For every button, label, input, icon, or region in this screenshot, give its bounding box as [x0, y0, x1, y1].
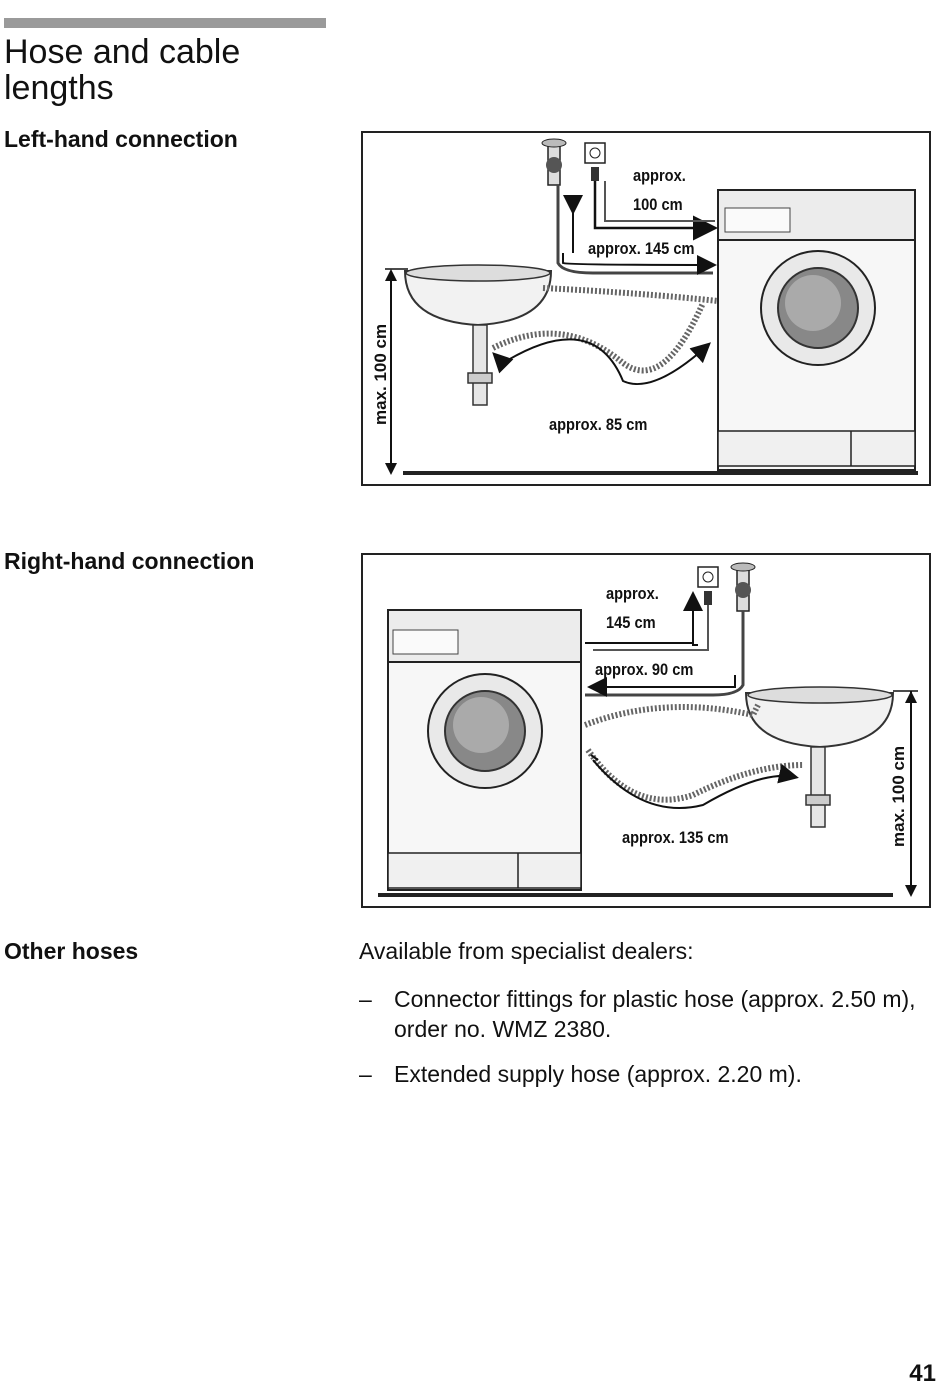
- other-hoses-list: – Connector fittings for plastic hose (a…: [359, 984, 919, 1104]
- washing-machine: [717, 189, 916, 471]
- left-power-label: approx. 100 cm: [633, 166, 686, 214]
- right-power-label: approx. 145 cm: [606, 584, 659, 632]
- list-item-text: Extended supply hose (approx. 2.20 m).: [394, 1061, 802, 1087]
- right-hand-heading: Right-hand connection: [4, 548, 255, 574]
- left-height-label: max. 100 cm: [371, 323, 390, 425]
- list-bullet: –: [359, 1061, 372, 1087]
- left-hand-figure: approx. 100 cm approx. 145 cm approx. 85…: [361, 131, 931, 486]
- power-socket: [584, 142, 606, 181]
- right-hand-illustration: [378, 562, 918, 897]
- other-hoses-heading: Other hoses: [4, 938, 139, 964]
- other-hoses-intro: Available from specialist dealers:: [359, 938, 694, 964]
- right-height-label: max. 100 cm: [889, 745, 908, 847]
- sink: [403, 264, 553, 406]
- right-drain-label: approx. 135 cm: [622, 828, 729, 847]
- washing-machine: [387, 609, 582, 891]
- water-tap: [541, 138, 567, 186]
- sink: [744, 686, 895, 828]
- list-item-text: Connector fittings for plastic hose (app…: [394, 986, 916, 1042]
- left-hand-heading: Left-hand connection: [4, 126, 238, 152]
- right-supply-label: approx. 90 cm: [595, 660, 694, 679]
- page-title: Hose and cable lengths: [4, 33, 241, 107]
- left-hand-illustration: [385, 138, 918, 475]
- right-hand-figure: approx. 145 cm approx. 90 cm approx. 135…: [361, 553, 931, 908]
- list-item: – Connector fittings for plastic hose (a…: [359, 984, 919, 1044]
- list-bullet: –: [359, 986, 372, 1012]
- left-supply-label: approx. 145 cm: [588, 239, 695, 258]
- left-drain-label: approx. 85 cm: [549, 415, 648, 434]
- top-rule: [4, 18, 326, 28]
- water-tap: [730, 562, 756, 612]
- power-socket: [697, 566, 719, 605]
- page-number: 41: [909, 1360, 936, 1387]
- list-item: – Extended supply hose (approx. 2.20 m).: [359, 1059, 919, 1089]
